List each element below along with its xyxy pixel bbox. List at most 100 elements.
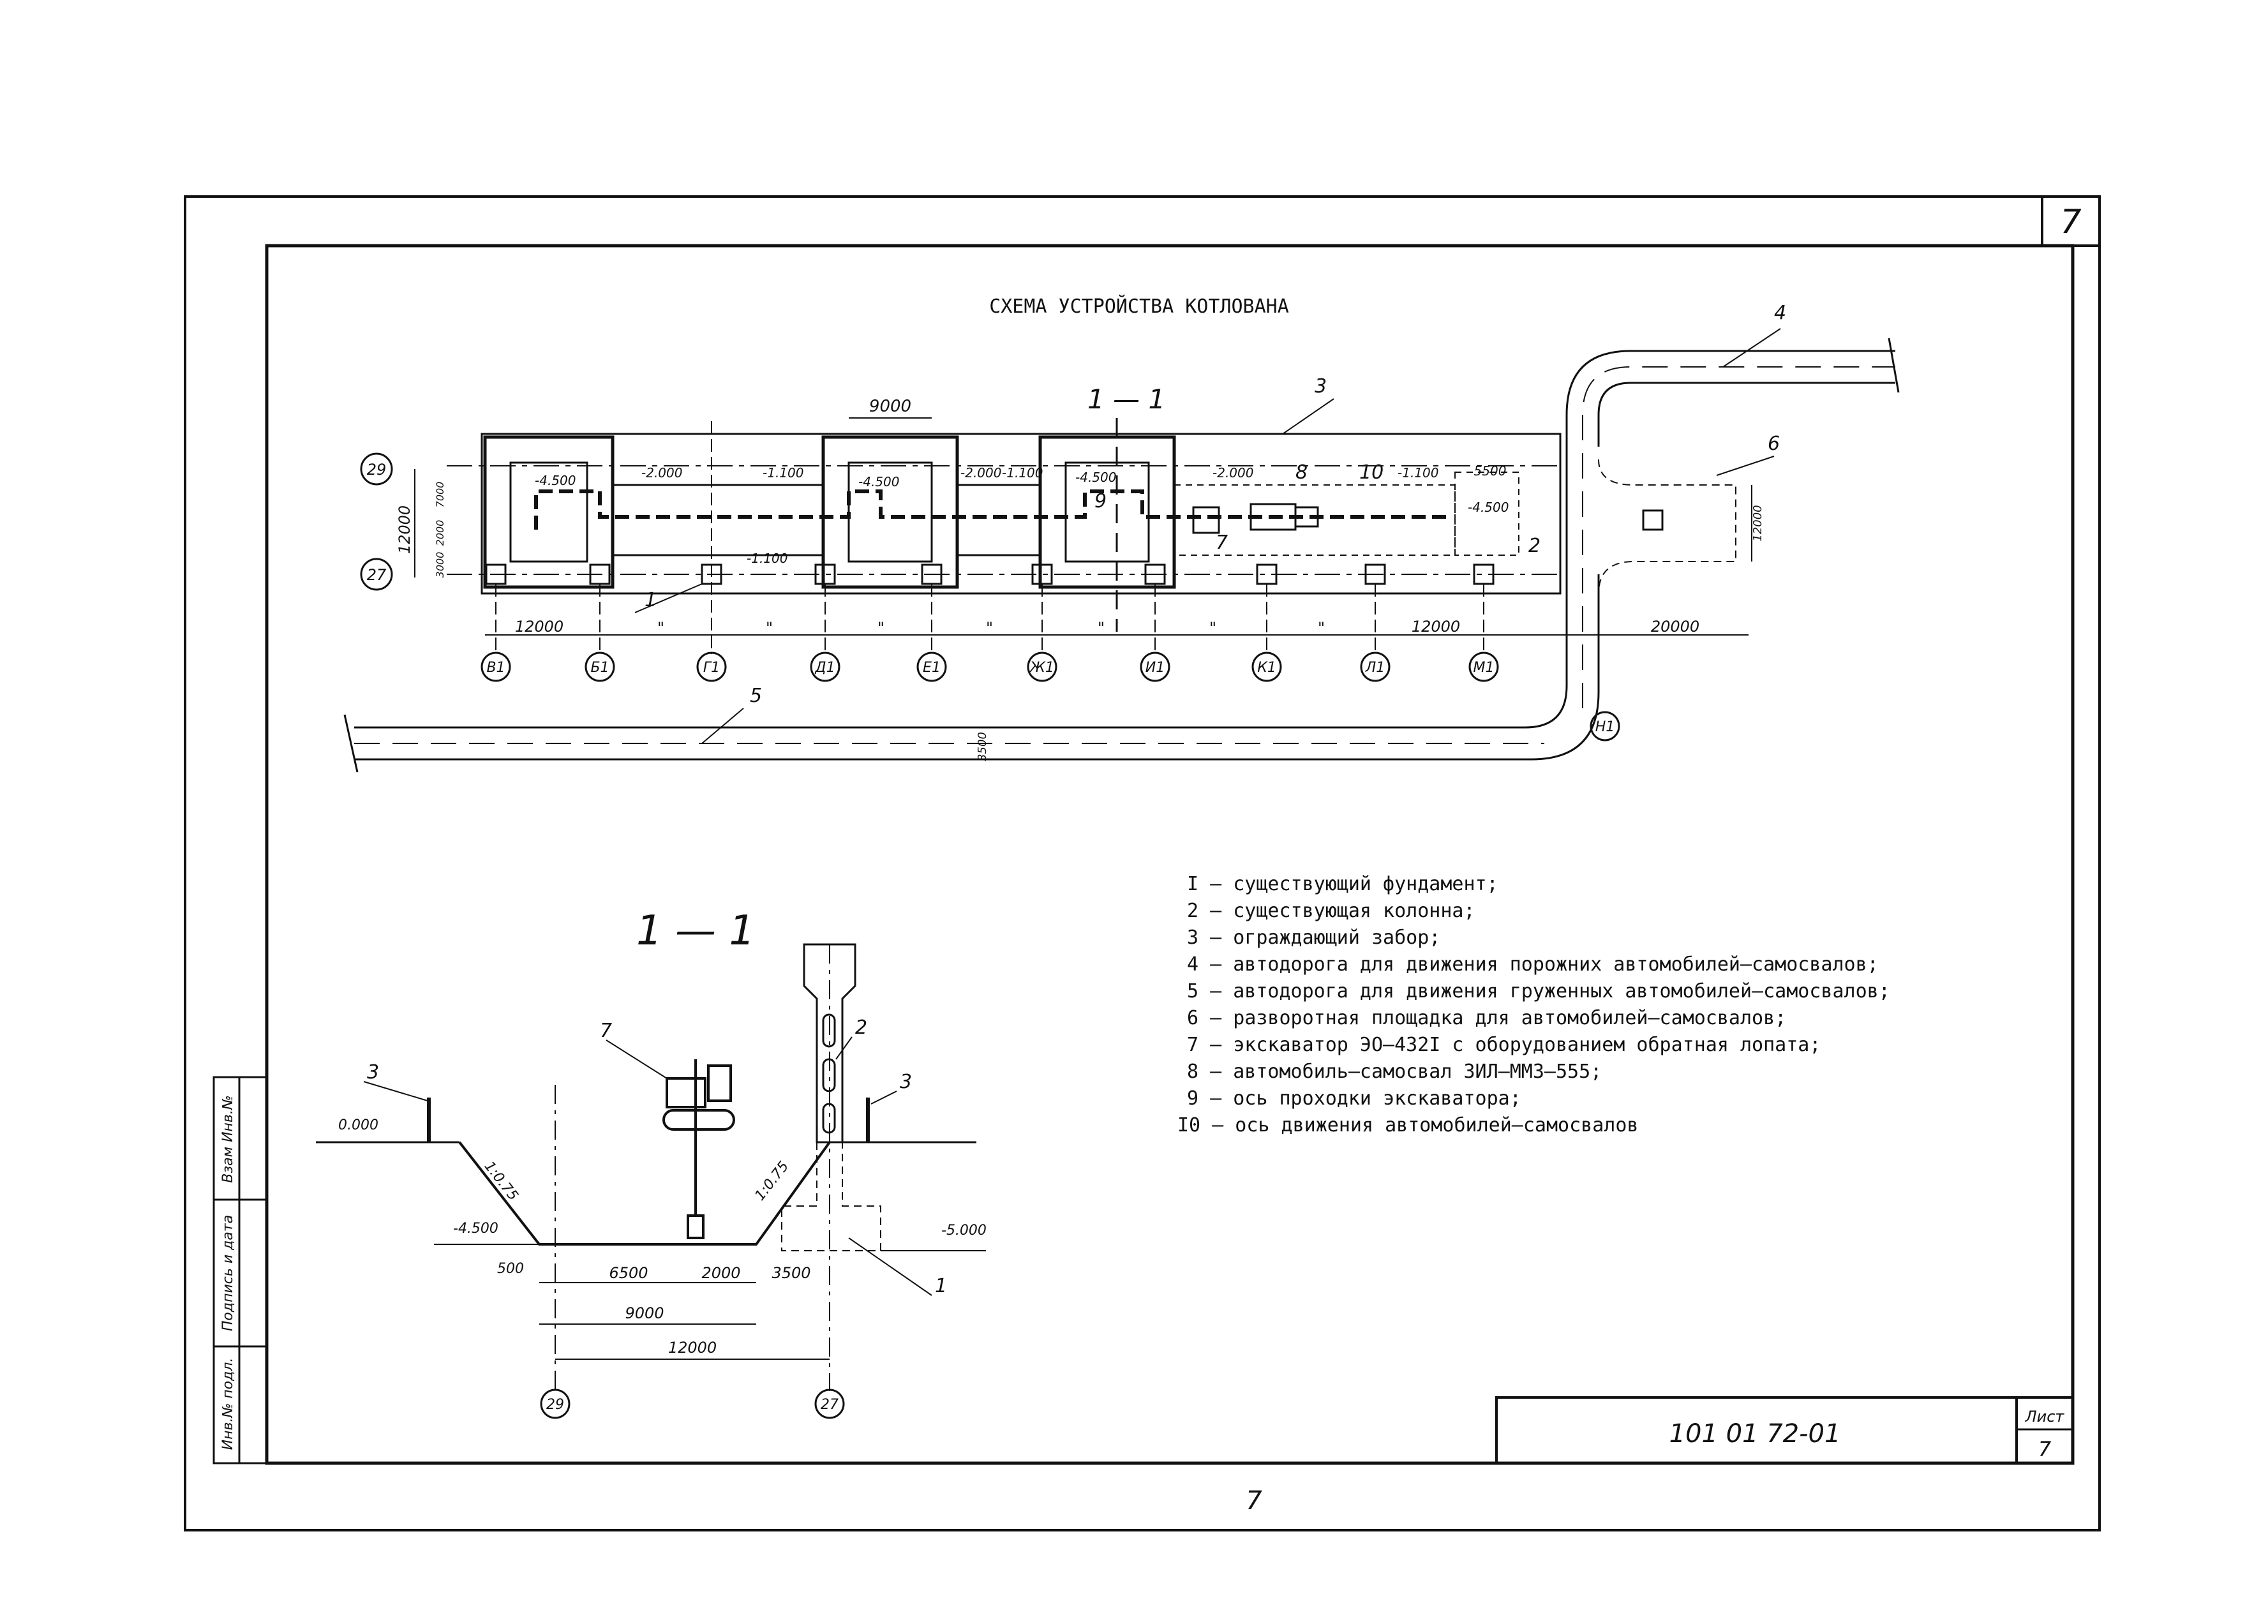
trench-1 bbox=[611, 484, 824, 556]
stamp-signature-date: Подпись и дата bbox=[220, 1215, 236, 1331]
dim-h3: 3000 bbox=[434, 552, 446, 578]
axis-col-label: Г1 bbox=[703, 660, 720, 676]
callout-number: 3 bbox=[900, 1071, 912, 1093]
dump-truck-cab bbox=[1294, 506, 1319, 528]
ditto-mark: " bbox=[877, 619, 884, 637]
axis-col-label: В1 bbox=[486, 660, 505, 676]
dim-road-width: 3500 bbox=[976, 732, 989, 761]
callout-number: 7 bbox=[1216, 532, 1228, 554]
level-tag: -4.500 bbox=[1075, 470, 1116, 485]
level-tags: -4.500 -2.000 -1.100 -4.500 -2.000 -1.10… bbox=[535, 465, 1509, 566]
list-number: 7 bbox=[2038, 1437, 2052, 1461]
inner-frame bbox=[265, 244, 2075, 1465]
plan-callouts: 1 3 4 5 6 7 8 9 10 2 bbox=[634, 302, 1786, 744]
road-5-inner bbox=[354, 574, 1600, 761]
level-tag: -2.000 bbox=[641, 465, 682, 480]
callout-number: 7 bbox=[600, 1020, 612, 1042]
corner-box bbox=[2041, 195, 2101, 247]
callout-number: 2 bbox=[1528, 535, 1541, 557]
page-number: 7 bbox=[1246, 1486, 1262, 1516]
excavator-tracks bbox=[662, 1109, 735, 1131]
level-tag: -4.500 bbox=[535, 473, 576, 488]
dim-3500: 3500 bbox=[772, 1264, 810, 1282]
dim-left: 12000 bbox=[515, 618, 563, 636]
legend-item: 2 – существующая колонна; bbox=[1187, 900, 1475, 922]
dim-pad-width: 5500 bbox=[1474, 463, 1507, 479]
axis-col-label: Д1 bbox=[814, 660, 835, 676]
dim-height-total: 12000 bbox=[396, 505, 414, 554]
dim-9000: 9000 bbox=[625, 1304, 664, 1322]
callout-number: 6 bbox=[1768, 433, 1780, 455]
pit-profile bbox=[458, 1141, 831, 1246]
axis-col-label: К1 bbox=[1257, 660, 1276, 676]
trench-2 bbox=[956, 484, 1041, 556]
legend-item: I – существующий фундамент; bbox=[1187, 873, 1498, 895]
ditto-mark: " bbox=[1318, 619, 1325, 637]
axis-row-label: 27 bbox=[367, 566, 387, 584]
callout-number: 3 bbox=[367, 1061, 379, 1084]
axis-columns: В1 Б1 Г1 Д1 Е1 Ж1 И1 К1 Л1 bbox=[481, 421, 1620, 741]
road-break-mark bbox=[1888, 338, 1900, 393]
dim-500: 500 bbox=[497, 1261, 524, 1277]
level-tag: -4.500 bbox=[858, 474, 899, 489]
dim-right: 12000 bbox=[1412, 618, 1460, 636]
axis-bubble bbox=[540, 1389, 571, 1419]
legend-item: 8 – автомобиль–самосвал ЗИЛ–ММЗ–555; bbox=[1187, 1061, 1602, 1083]
callout-number: 10 bbox=[1359, 461, 1384, 484]
dim-pit-top: 9000 bbox=[869, 397, 911, 416]
level-tag: -2.000 bbox=[1212, 465, 1253, 480]
road-4-centerline bbox=[1582, 366, 1895, 708]
outer-frame bbox=[184, 195, 2101, 1531]
dim-h1: 7000 bbox=[434, 482, 446, 508]
ditto-mark: " bbox=[1098, 619, 1105, 637]
ditto-mark: " bbox=[766, 619, 773, 637]
stamp-vzam-inv: Взам Инв.№ bbox=[220, 1095, 236, 1183]
ditto-marks: " " " " " " " bbox=[657, 619, 1325, 637]
ditto-mark: " bbox=[986, 619, 993, 637]
axis-row-label: 29 bbox=[367, 461, 387, 479]
callout-number: 1 bbox=[645, 589, 657, 611]
legend-item: 7 – экскаватор ЭО–432I с оборудованием о… bbox=[1187, 1034, 1821, 1056]
dim-6500: 6500 bbox=[609, 1264, 648, 1282]
legend-item: 5 – автодорога для движения груженных ав… bbox=[1187, 980, 1890, 1002]
legend-item: 4 – автодорога для движения порожних авт… bbox=[1187, 953, 1879, 976]
callout-number: 4 bbox=[1774, 302, 1786, 324]
section-title: 1 — 1 bbox=[636, 907, 755, 955]
dim-h2: 2000 bbox=[434, 520, 446, 546]
level-tag: -1.100 bbox=[763, 465, 803, 480]
level-tag: -1.100 bbox=[1398, 465, 1438, 480]
axis-label: 29 bbox=[546, 1397, 564, 1413]
excavator-cab bbox=[666, 1077, 706, 1108]
callout-number: 1 bbox=[935, 1275, 947, 1297]
turnaround-pad bbox=[1598, 459, 1736, 594]
dim-2000: 2000 bbox=[701, 1264, 740, 1282]
callout-number: 8 bbox=[1295, 461, 1308, 484]
legend-item: 9 – ось проходки экскаватора; bbox=[1187, 1087, 1521, 1110]
axis-col-label: Ж1 bbox=[1029, 660, 1054, 676]
section-view: 1 — 1 0.000 -4.500 -5.000 1:0.75 1:0.75 bbox=[316, 907, 987, 1419]
list-label: Лист bbox=[2025, 1408, 2065, 1426]
plan-section-mark: 1 — 1 bbox=[1087, 384, 1165, 415]
axis-row-bubble bbox=[360, 558, 393, 591]
plan-view: -4.500 -2.000 -1.100 -4.500 -2.000 -1.10… bbox=[343, 302, 1900, 773]
legend-item: 3 – ограждающий забор; bbox=[1187, 927, 1440, 949]
axis-col-label: Б1 bbox=[590, 660, 609, 676]
truck-on-pad bbox=[1642, 509, 1664, 531]
title-block: 101 01 72-01 Лист 7 bbox=[1495, 1396, 2074, 1464]
turn-pad-small bbox=[1454, 472, 1519, 556]
level-right: -5.000 bbox=[941, 1223, 987, 1239]
callout-number: 3 bbox=[1315, 375, 1327, 398]
excavator-axis bbox=[534, 489, 1449, 530]
axis-bubble bbox=[814, 1389, 845, 1419]
road-4-inner bbox=[1597, 382, 1895, 447]
existing-foundation bbox=[781, 1142, 881, 1251]
level-left: -4.500 bbox=[453, 1221, 498, 1237]
dim-12000: 12000 bbox=[668, 1339, 717, 1357]
road-5-outer bbox=[354, 350, 1895, 729]
callout-number: 5 bbox=[750, 685, 762, 707]
dim-road-turn: 20000 bbox=[1651, 618, 1699, 636]
level-tag: -4.500 bbox=[1468, 500, 1509, 515]
level-tag: -2.000 bbox=[960, 465, 1001, 480]
stamp-inv-podl: Инв.№ подл. bbox=[220, 1358, 236, 1450]
